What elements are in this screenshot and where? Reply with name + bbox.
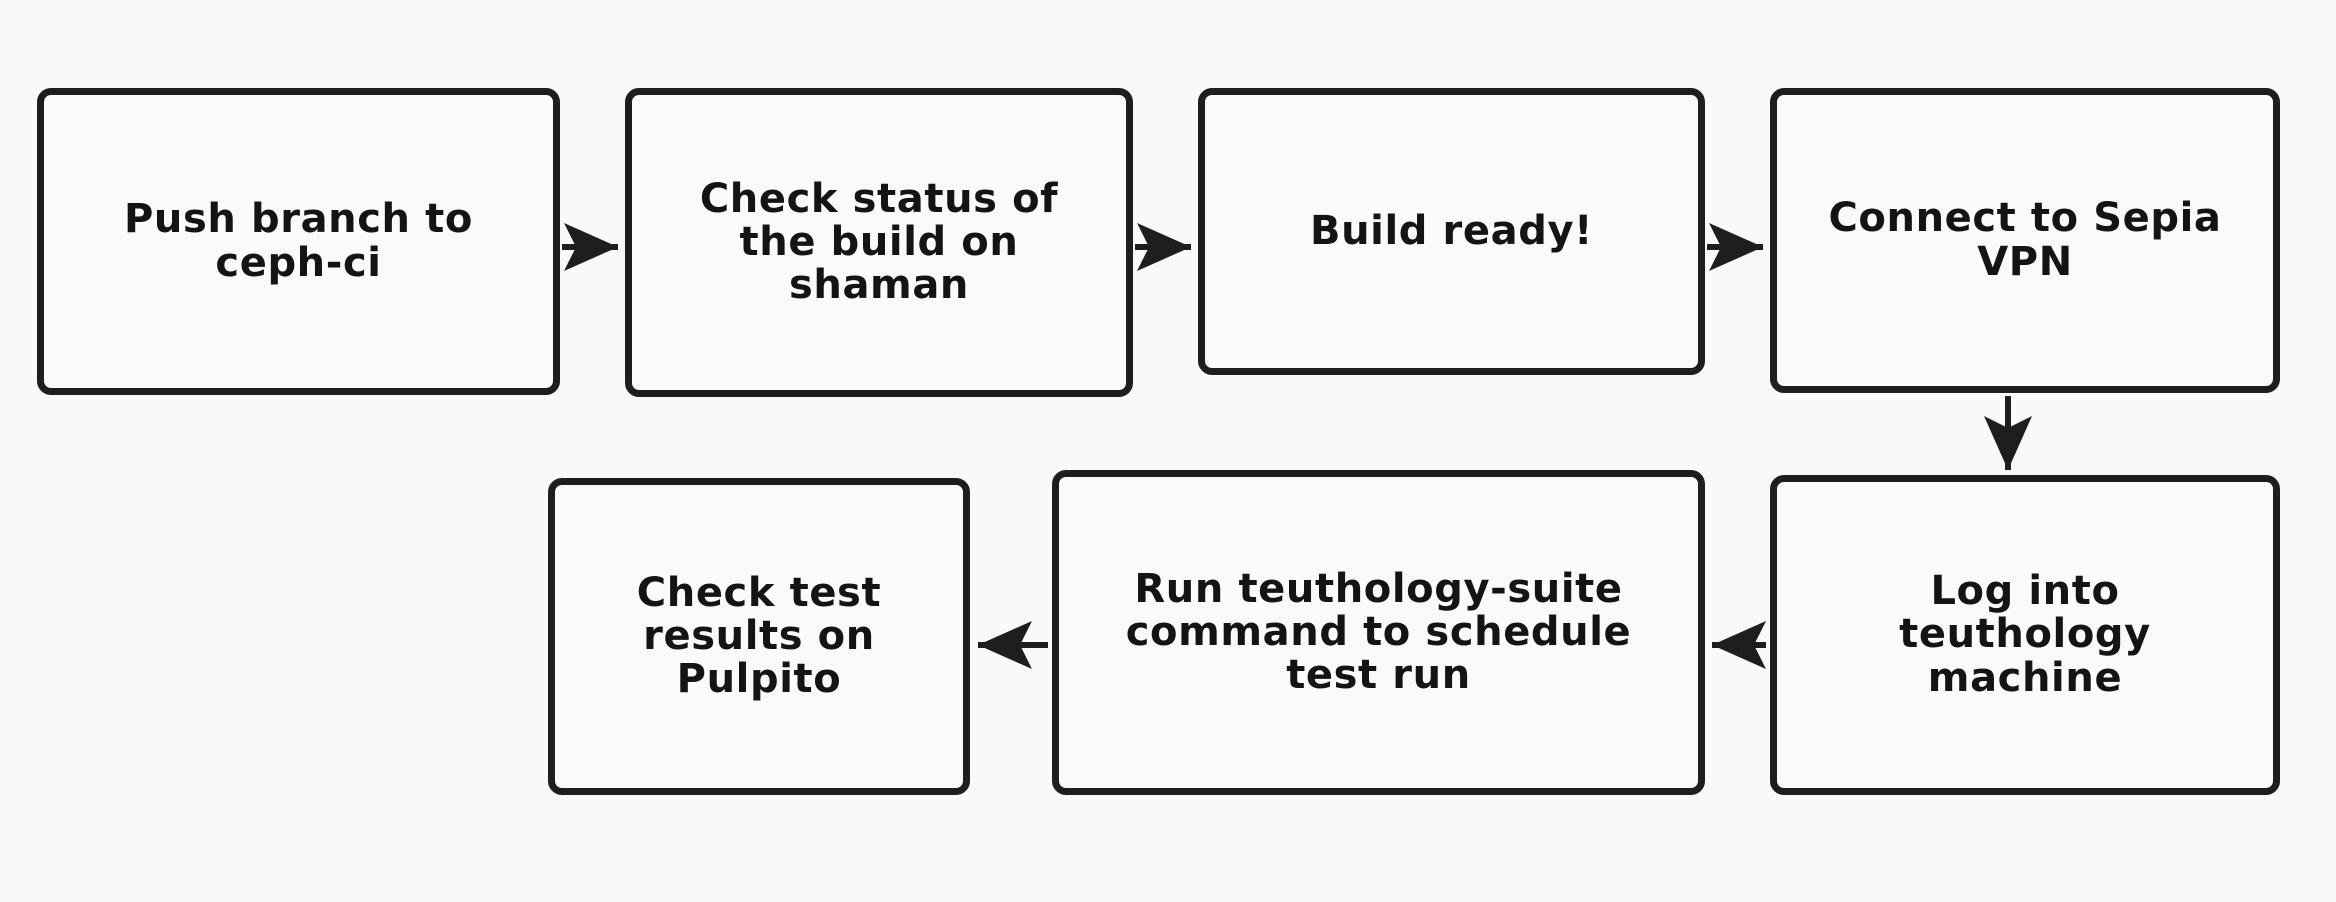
node-connect-sepia-vpn[interactable]: Connect to Sepia VPN [1770,88,2280,393]
node-log-into-teuthology-machine[interactable]: Log into teuthology machine [1770,475,2280,795]
node-push-branch-to-ceph-ci[interactable]: Push branch to ceph-ci [37,88,560,395]
node-label: Log into teuthology machine [1899,568,2151,701]
node-label: Run teuthology-suite command to schedule… [1125,565,1632,699]
node-run-teuthology-suite[interactable]: Run teuthology-suite command to schedule… [1052,470,1705,795]
node-check-build-status-shaman[interactable]: Check status of the build on shaman [625,88,1133,397]
node-check-test-results-pulpito[interactable]: Check test results on Pulpito [548,478,970,795]
node-label: Connect to Sepia VPN [1828,195,2222,285]
node-label: Push branch to ceph-ci [124,196,473,286]
node-label: Build ready! [1310,207,1593,254]
node-label: Check test results on Pulpito [636,569,882,703]
node-build-ready[interactable]: Build ready! [1198,88,1705,375]
node-label: Check status of the build on shaman [699,175,1059,309]
